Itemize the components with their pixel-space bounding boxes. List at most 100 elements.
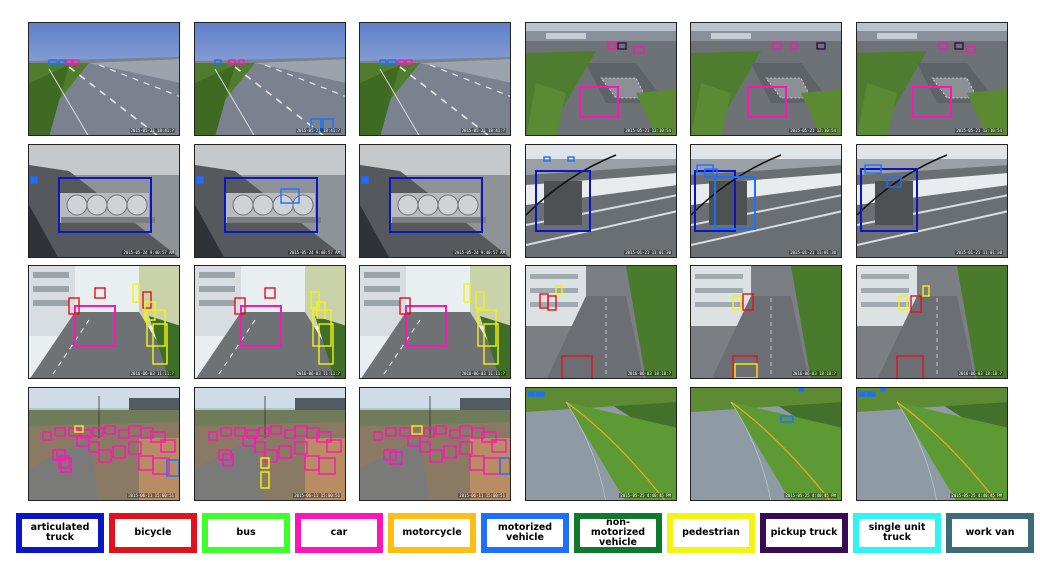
legend-item-bicycle: bicycle [109, 513, 197, 553]
legend-label: pedestrian [682, 527, 740, 538]
frame-timestamp: 2016-06-03 11:11:? [129, 371, 175, 376]
bbox-car [747, 86, 787, 118]
bbox-car [258, 427, 270, 437]
frame-timestamp: 2015-05-21 12:10:54 [624, 128, 672, 133]
legend-item-work-van: work van [946, 513, 1034, 553]
bbox-motorized-vehicle [886, 176, 902, 188]
bbox-car [98, 449, 112, 463]
bbox-pedestrian [146, 309, 166, 347]
bbox-motorized-vehicle [310, 118, 322, 132]
detection-image-grid: 2015-05-21 18:41:? 2015-05-21 18:41:? 20… [28, 22, 1008, 501]
legend-item-non-motorized-vehicle: non-motorized vehicle [574, 513, 662, 553]
bbox-motorized-vehicle [280, 188, 300, 204]
detection-frame: 2016-06-03 11:11:? [359, 265, 511, 379]
scene-image [195, 266, 345, 378]
bbox-car [407, 435, 421, 447]
bbox-car [74, 305, 116, 347]
legend-item-pedestrian: pedestrian [667, 513, 755, 553]
bbox-motorized-vehicle [379, 59, 387, 65]
bbox-motorized-vehicle [858, 391, 866, 397]
scene-image [691, 23, 841, 135]
bbox-car [373, 431, 383, 441]
bbox-car [218, 449, 232, 461]
frame-timestamp: 2016-06-03 18:18:? [791, 371, 837, 376]
bbox-pedestrian [318, 323, 334, 365]
bbox-pedestrian [312, 309, 332, 347]
bbox-articulated-truck [860, 168, 918, 232]
bbox-motorized-vehicle [30, 176, 38, 184]
bbox-motorized-vehicle [361, 176, 369, 184]
bbox-car [306, 427, 320, 439]
bbox-pedestrian [475, 291, 485, 309]
frame-timestamp: 2016-06-03 11:11:? [460, 371, 506, 376]
bbox-car [938, 42, 948, 50]
bbox-car [397, 59, 405, 65]
bbox-car [318, 457, 336, 475]
frame-timestamp: 2015-05-21 18:41:? [129, 128, 175, 133]
legend-item-motorized-vehicle: motorized vehicle [481, 513, 569, 553]
bbox-motorized-vehicle [166, 459, 179, 477]
bbox-bicycle [234, 297, 246, 315]
legend-item-pickup-truck: pickup truck [760, 513, 848, 553]
frame-timestamp: 2015-06-11 15:00:51 [458, 493, 506, 498]
scene-image [360, 145, 510, 257]
scene-image [195, 388, 345, 500]
bbox-car [220, 427, 232, 437]
bbox-pickup-truck [816, 42, 826, 50]
scene-image [29, 145, 179, 257]
bbox-car [228, 59, 236, 65]
frame-timestamp: 2015-05-24 9:40:57 AM [288, 250, 341, 255]
scene-image [526, 266, 676, 378]
legend-label: motorcycle [402, 527, 462, 538]
legend-label: single unit truck [868, 522, 926, 543]
scene-image [360, 23, 510, 135]
bbox-car [607, 42, 617, 50]
frame-timestamp: 2016-06-03 11:11:? [295, 371, 341, 376]
detection-frame: 2016-06-03 11:11:? [28, 265, 180, 379]
bbox-motorized-vehicle [780, 415, 794, 423]
detection-frame: 2015-05-21 18:41:? [28, 22, 180, 136]
bbox-car [389, 451, 403, 465]
bbox-pickup-truck [617, 42, 627, 50]
frame-timestamp: 2015-05-21 18:41:? [460, 128, 506, 133]
detection-frame: 2015-05-21 12:10:54 [690, 22, 842, 136]
bbox-bicycle [910, 295, 922, 313]
bbox-bicycle [742, 293, 754, 311]
scene-image [691, 388, 841, 500]
bbox-bicycle [547, 295, 557, 311]
legend-label: car [330, 527, 348, 538]
frame-timestamp: 2015-05-25 4:40:45 PM [619, 493, 672, 498]
bbox-motorized-vehicle [866, 391, 876, 397]
bbox-articulated-truck [389, 177, 483, 233]
bbox-pedestrian [477, 309, 497, 347]
detection-frame: 2015-05-24 9:40:57 AM [359, 144, 511, 258]
scene-image [526, 388, 676, 500]
frame-timestamp: 2015-05-21 18:41:? [295, 128, 341, 133]
detection-frame: 2016-06-03 18:18:? [525, 265, 677, 379]
bbox-car [316, 431, 332, 443]
bbox-car [160, 439, 176, 453]
scene-image [195, 23, 345, 135]
bbox-motorized-vehicle [499, 457, 510, 475]
scene-image [195, 145, 345, 257]
detection-frame: 2015-06-11 15:00:51 [28, 387, 180, 501]
bbox-articulated-truck [694, 170, 736, 232]
legend-label: articulated truck [30, 522, 90, 543]
bbox-car [246, 429, 258, 439]
bbox-car [294, 441, 308, 455]
bbox-bicycle [399, 297, 411, 315]
bbox-car [150, 431, 166, 443]
bbox-motorized-vehicle [864, 164, 882, 174]
legend-item-articulated-truck: articulated truck [16, 513, 104, 553]
bbox-car [152, 457, 170, 475]
scene-image [360, 266, 510, 378]
frame-timestamp: 2015-05-21 12:10:54 [789, 128, 837, 133]
frame-timestamp: 2015-05-25 4:40:45 PM [950, 493, 1003, 498]
frame-timestamp: 2015-06-11 15:00:51 [127, 493, 175, 498]
bbox-car [399, 427, 411, 437]
bbox-pedestrian [483, 323, 499, 365]
frame-timestamp: 2015-01-21 11:01:30 [789, 250, 837, 255]
bbox-motorized-vehicle [214, 59, 222, 65]
bbox-car [242, 435, 256, 447]
